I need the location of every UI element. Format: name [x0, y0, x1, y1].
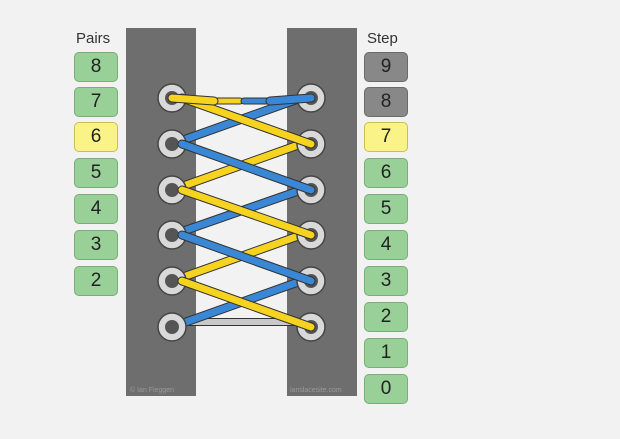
step-button-6[interactable]: 6	[364, 158, 408, 188]
step-button-7[interactable]: 7	[364, 122, 408, 152]
step-button-4[interactable]: 4	[364, 230, 408, 260]
left-watermark: © Ian Fieggen	[130, 386, 174, 394]
lace-segment-8	[178, 140, 315, 194]
step-button-2[interactable]: 2	[364, 302, 408, 332]
pairs-button-8[interactable]: 8	[74, 52, 118, 82]
step-button-1[interactable]: 1	[364, 338, 408, 368]
right-watermark: ianslacesite.com	[290, 387, 342, 394]
steps-title: Step	[367, 30, 398, 47]
eyelet-hole-left-6	[165, 320, 179, 334]
step-button-5[interactable]: 5	[364, 194, 408, 224]
right-shoe-panel	[287, 28, 357, 396]
pairs-button-6[interactable]: 6	[74, 122, 118, 152]
eyelet-hole-left-4	[165, 228, 179, 242]
lace-segment-6	[178, 186, 315, 239]
step-button-8[interactable]: 8	[364, 87, 408, 117]
step-button-0[interactable]: 0	[364, 374, 408, 404]
step-button-3[interactable]: 3	[364, 266, 408, 296]
eyelet-hole-left-3	[165, 183, 179, 197]
pairs-button-7[interactable]: 7	[74, 87, 118, 117]
lace-end-left	[168, 94, 218, 105]
lace-end-right	[266, 94, 315, 105]
pairs-title: Pairs	[76, 30, 111, 47]
pairs-button-2[interactable]: 2	[74, 266, 118, 296]
eyelet-hole-left-2	[165, 137, 179, 151]
step-button-9[interactable]: 9	[364, 52, 408, 82]
eyelet-hole-left-5	[165, 274, 179, 288]
lace-segment-10	[178, 94, 315, 148]
pairs-button-5[interactable]: 5	[74, 158, 118, 188]
lace-segment-2	[178, 277, 315, 331]
lace-segment-4	[178, 231, 315, 285]
pairs-button-4[interactable]: 4	[74, 194, 118, 224]
left-shoe-panel	[126, 28, 196, 396]
pairs-button-3[interactable]: 3	[74, 230, 118, 260]
